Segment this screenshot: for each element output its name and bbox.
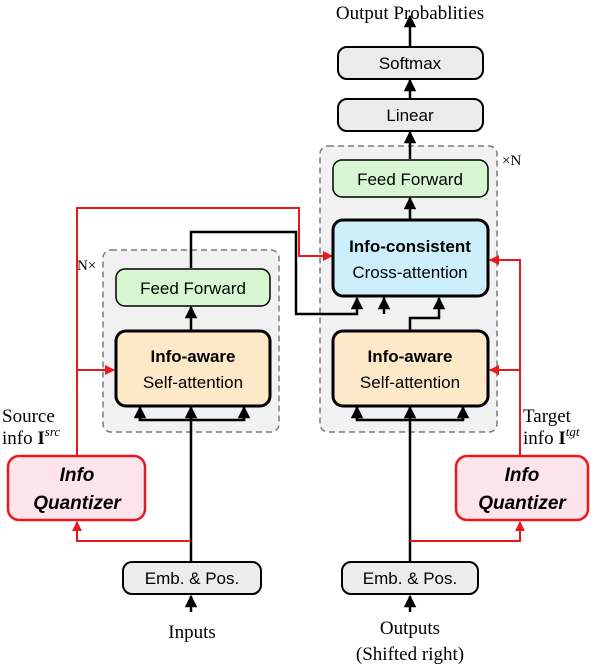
encoder-feed-forward-label: Feed Forward [140,279,246,298]
encoder-embedding-label: Emb. & Pos. [145,569,239,588]
encoder-self-attention-title: Info-aware [150,347,235,366]
info-flow-connectors [72,207,525,542]
decoder-repeat-label: ×N [502,153,521,169]
decoder-output-label-line1: Outputs [380,618,440,639]
source-info-label-line1: Source [2,406,55,427]
decoder-embedding-block: Emb. & Pos. [341,561,479,595]
decoder-cross-attention-title: Info-consistent [349,237,471,256]
source-info-label: Source info Isrc [2,406,60,449]
source-quantizer-line1: Info [60,465,95,486]
softmax-block: Softmax [337,46,484,80]
encoder-self-attention-subtitle: Self-attention [143,373,243,392]
target-info-label-line1: Target [523,406,572,427]
decoder-self-attention-subtitle: Self-attention [360,373,460,392]
decoder-feed-forward-label: Feed Forward [357,170,463,189]
decoder-feed-forward-block: Feed Forward [332,159,489,198]
encoder-embedding-block: Emb. & Pos. [122,561,262,595]
source-info-prefix: info [2,428,37,449]
source-info-symbol: I [37,428,44,449]
target-quantizer-line2: Quantizer [478,493,567,514]
encoder-repeat-label: N× [77,258,96,274]
linear-block: Linear [337,98,484,132]
target-info-superscript: tgt [566,424,580,439]
decoder-output-label-line2: (Shifted right) [356,644,464,665]
decoder-self-attention-block: Info-aware Self-attention [331,329,490,408]
encoder-feed-forward-block: Feed Forward [115,268,271,307]
decoder-self-attention-title: Info-aware [367,347,452,366]
encoder-input-label: Inputs [168,622,216,643]
decoder-embedding-label: Emb. & Pos. [363,569,457,588]
source-info-label-line2: info Isrc [2,424,60,449]
encoder-self-attention-block: Info-aware Self-attention [114,329,272,408]
black-connectors [133,14,470,612]
target-info-label-line2: info Itgt [523,424,580,449]
source-info-quantizer-block: Info Quantizer [6,454,147,522]
source-info-superscript: src [45,424,61,439]
decoder-cross-attention-block: Info-consistent Cross-attention [331,218,490,298]
target-info-symbol: I [558,428,565,449]
target-info-quantizer-block: Info Quantizer [454,454,590,522]
linear-label: Linear [386,106,434,125]
output-probabilities-label: Output Probablities [336,3,484,24]
decoder-cross-attention-subtitle: Cross-attention [352,263,467,282]
target-quantizer-line1: Info [505,465,540,486]
target-info-label: Target info Itgt [523,406,580,449]
softmax-label: Softmax [379,54,442,73]
source-quantizer-line2: Quantizer [33,493,122,514]
target-info-prefix: info [523,428,558,449]
